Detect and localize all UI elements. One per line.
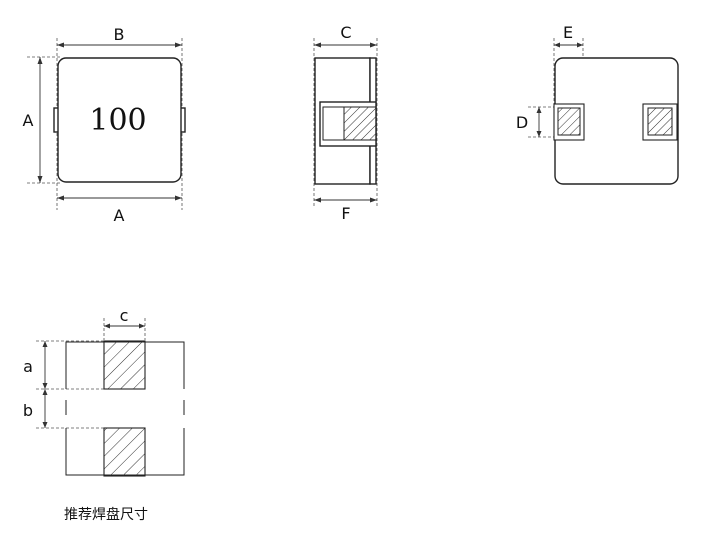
dim-label-a-bottom: A [114,206,125,225]
dim-label-c: C [340,23,351,42]
arrow-b-left [57,42,64,48]
dim-label-pad-b: b [23,401,33,420]
dim-label-pad-a: a [23,357,33,376]
arrow-a2-left [57,195,64,201]
arrow-d-top [536,107,542,113]
arrow-f-right [370,197,377,203]
arrow-e-right [577,42,583,48]
arrow-f-left [314,197,321,203]
pad-layout-view: c a b 推荐焊盘尺寸 [23,306,185,523]
arrow-d-bottom [536,131,542,137]
arrow-b-right [175,42,182,48]
dim-label-b: B [114,25,125,44]
arrow-pad-c-left [104,323,110,329]
arrow-pad-c-right [139,323,145,329]
part-marking: 100 [89,103,146,138]
front-body [57,57,182,183]
arrow-a-bottom [37,176,43,183]
dim-label-d: D [516,113,528,132]
pad-bottom [103,427,146,477]
arrow-e-left [554,42,560,48]
side-terminal-hatch [343,106,377,141]
dim-label-f: F [341,204,350,223]
dim-label-e: E [563,23,573,42]
arrow-pad-a-bottom [42,383,48,389]
pad-top [103,340,146,390]
bottom-terminal-right-hatch [647,107,673,136]
arrow-pad-b-bottom [42,422,48,428]
front-view: B A A 100 [23,25,186,225]
arrow-c-right [370,42,377,48]
arrow-a-top [37,57,43,64]
side-view: C F [313,23,378,223]
arrow-pad-a-top [42,341,48,347]
dim-label-pad-c: c [120,306,129,325]
arrow-c-left [314,42,321,48]
arrow-pad-b-top [42,389,48,395]
bottom-terminal-left-hatch [557,107,581,136]
bottom-view: E D [516,23,679,185]
dim-label-a-vertical: A [23,111,34,130]
arrow-a2-right [175,195,182,201]
pad-layout-caption: 推荐焊盘尺寸 [64,506,148,523]
